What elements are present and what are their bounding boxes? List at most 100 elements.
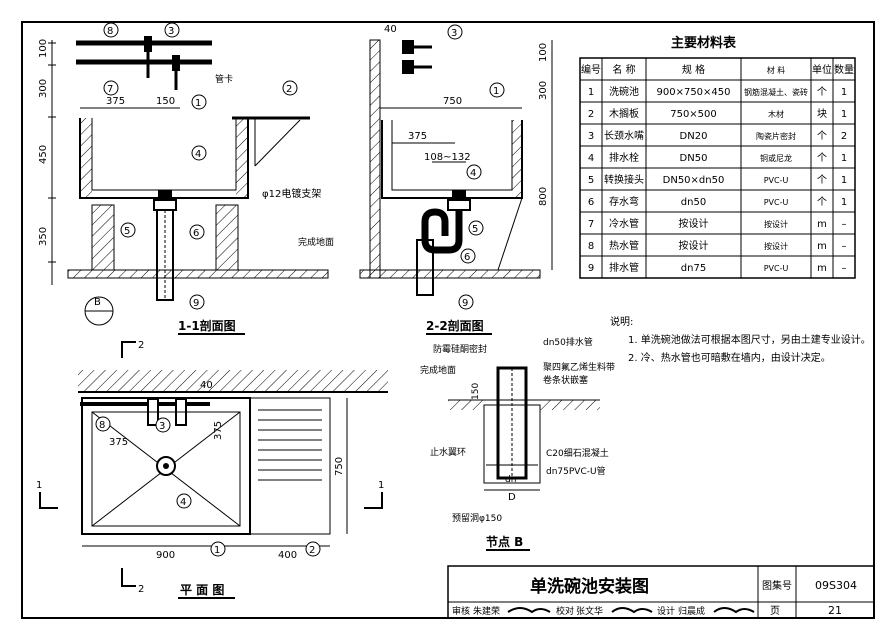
- section-1-1: 100 300 450 350 375 150 φ12电镀支架 完成地面 管卡 …: [38, 36, 334, 335]
- dim-text: 40: [384, 24, 397, 35]
- table-cell: 按设计: [679, 217, 709, 230]
- table-cell: 2: [841, 131, 847, 142]
- table-cell: 1: [841, 153, 847, 164]
- dim-d: D: [508, 492, 516, 503]
- table-cell: DN20: [680, 131, 708, 142]
- callout-9: 9: [193, 298, 199, 309]
- dim-text: 108~132: [424, 152, 471, 163]
- callout-1: 1: [493, 86, 499, 97]
- dim-text: 750: [334, 457, 345, 476]
- callout-7: 7: [107, 84, 113, 95]
- callout-4: 4: [470, 168, 476, 179]
- callouts-2-2: 3 1 4 5 6 9: [447, 24, 505, 310]
- table-cell: 按设计: [764, 219, 788, 229]
- table-cell: 4: [588, 153, 594, 164]
- page-no: 21: [828, 604, 842, 617]
- table-header-cell: 单位: [812, 63, 832, 76]
- table-cell: 3: [588, 131, 594, 142]
- callout-1: 1: [195, 98, 201, 109]
- label-ptfe2: 卷条状嵌塞: [543, 374, 588, 386]
- table-cell: 排水管: [609, 261, 639, 274]
- faucet-2: [172, 55, 180, 71]
- callout-3: 3: [159, 421, 165, 432]
- callout-3: 3: [168, 26, 174, 37]
- checker-name: 张文华: [576, 605, 603, 617]
- table-cell: 洗碗池: [609, 85, 639, 98]
- view-title-2-2: 2-2剖面图: [426, 318, 484, 333]
- table-header-cell: 编号: [581, 63, 601, 76]
- b-marker: B: [94, 297, 101, 308]
- table-cell: 木搁板: [609, 107, 639, 120]
- table-cell: DN50×dn50: [663, 175, 725, 186]
- table-cell: 按设计: [679, 239, 709, 252]
- atlas-no: 09S304: [815, 579, 857, 592]
- table-cell: 转换接头: [604, 173, 644, 186]
- table-cell: DN50: [680, 153, 708, 164]
- reviewer-name: 朱建荣: [473, 605, 500, 617]
- table-cell: m: [817, 241, 827, 252]
- label-sealant: 防霉硅酮密封: [433, 343, 487, 355]
- callout-5: 5: [472, 224, 478, 235]
- dim-text: 350: [38, 227, 49, 246]
- review-label: 审核: [452, 605, 470, 617]
- dim-text: 100: [538, 43, 549, 62]
- dim-text: 300: [38, 79, 49, 98]
- table-cell: 个: [817, 174, 827, 186]
- callout-4: 4: [195, 149, 201, 160]
- callout-6: 6: [464, 252, 470, 263]
- title-block: 单洗碗池安装图 图集号 09S304 页 21 审核 朱建荣 校对 张文华 设计…: [447, 565, 875, 619]
- notes: 说明: 1. 单洗碗池做法可根据本图尺寸，另由土建专业设计。 2. 冷、热水管也…: [610, 315, 871, 364]
- table-cell: 个: [817, 152, 827, 164]
- dim-text: 150: [471, 383, 481, 400]
- callout-9: 9: [462, 298, 468, 309]
- dim-text: 750: [443, 96, 462, 107]
- atlas-label: 图集号: [762, 579, 792, 592]
- table-cell: 存水弯: [609, 195, 639, 208]
- label-ptfe: 聚四氟乙烯生料带: [543, 361, 615, 373]
- table-cell: 9: [588, 263, 594, 274]
- table-cell: 900×750×450: [656, 87, 730, 98]
- callout-1: 1: [214, 545, 220, 556]
- table-cell: 木材: [768, 109, 784, 119]
- notes-title: 说明:: [610, 315, 633, 328]
- cut-label: 1: [36, 480, 42, 491]
- drawing-title: 单洗碗池安装图: [530, 576, 649, 597]
- callout-4: 4: [180, 497, 186, 508]
- label-hole: 预留洞φ150: [452, 512, 502, 524]
- callout-3: 3: [451, 28, 457, 39]
- table-cell: m: [817, 263, 827, 274]
- table-cell: dn50: [681, 197, 706, 208]
- design-label: 设计: [657, 605, 675, 617]
- table-header-cell: 材 料: [767, 65, 786, 75]
- cut-label: 2: [138, 584, 144, 595]
- table-cell: dn75: [681, 263, 706, 274]
- table-cell: PVC-U: [764, 176, 789, 185]
- dim-dn: dn: [505, 475, 516, 485]
- cut-label: 2: [138, 340, 144, 351]
- signature: [507, 607, 551, 614]
- table-title: 主要材料表: [671, 35, 737, 51]
- table-cell: 块: [817, 108, 827, 120]
- label-water-ring: 止水翼环: [430, 446, 466, 458]
- table-cell: 2: [588, 109, 594, 120]
- dim-text: 100: [38, 39, 49, 58]
- table-cell: –: [842, 263, 847, 274]
- table-cell: –: [842, 241, 847, 252]
- dim-text: 375: [213, 421, 224, 440]
- table-cell: 个: [817, 130, 827, 142]
- table-cell: m: [817, 219, 827, 230]
- table-cell: 冷水管: [609, 217, 639, 230]
- callouts-1-1: 8 3 7 1 2 4 5 6 9: [103, 22, 298, 310]
- table-header-cell: 名 称: [612, 63, 635, 76]
- callout-8: 8: [99, 420, 105, 431]
- table-cell: 长颈水嘴: [604, 130, 644, 142]
- dim-text: 800: [538, 187, 549, 206]
- table-cell: 按设计: [764, 241, 788, 251]
- signature: [713, 607, 755, 614]
- note-2: 2. 冷、热水管也可暗敷在墙内，由设计决定。: [628, 351, 831, 364]
- dim-text: 400: [278, 550, 297, 561]
- table-cell: 个: [817, 196, 827, 208]
- dim-text: 900: [156, 550, 175, 561]
